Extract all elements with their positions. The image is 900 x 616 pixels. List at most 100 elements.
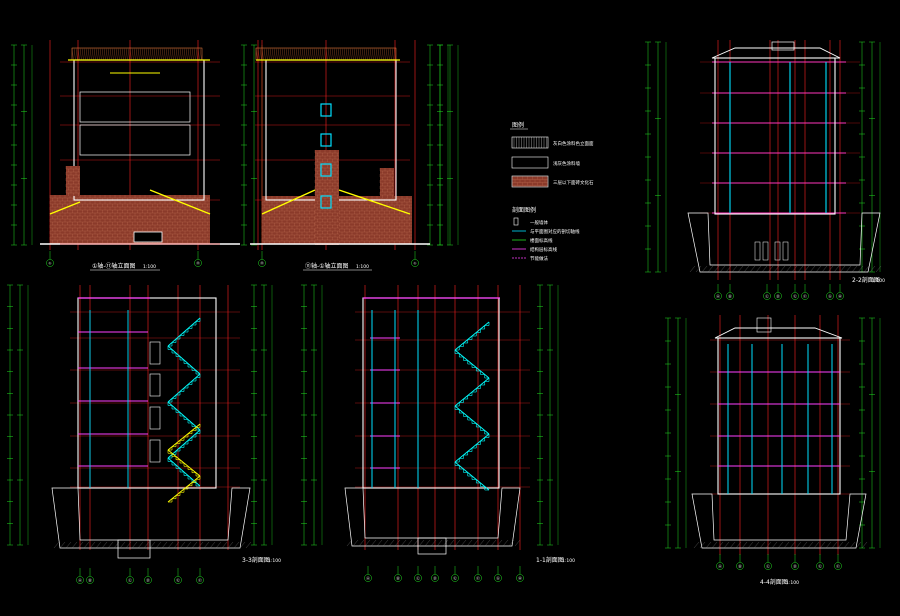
soil-hatch <box>221 541 228 549</box>
soil-hatch <box>209 541 216 549</box>
roof-hatch-stroke <box>289 47 292 61</box>
soil-hatch <box>737 265 744 273</box>
soil-hatch <box>71 541 78 549</box>
roof-hatch-stroke <box>269 47 272 61</box>
roof-hatch-stroke <box>153 47 156 61</box>
soil-hatch <box>843 541 850 549</box>
axis-bubble <box>144 576 152 584</box>
roof-hatch-stroke <box>263 47 266 61</box>
legend-line-3: 楼面标高线 <box>530 237 553 244</box>
roof-hatch-stroke <box>275 47 278 61</box>
axis-label: Ⓑ <box>88 577 92 582</box>
soil-hatch <box>749 265 756 273</box>
soil-hatch <box>137 541 144 549</box>
roof-hatch-stroke <box>267 47 270 61</box>
soil-hatch <box>719 265 726 273</box>
axis-bubble <box>194 259 202 267</box>
soil-hatch <box>725 265 732 273</box>
roof-hatch-stroke <box>155 47 158 61</box>
back-stair-window <box>320 163 332 177</box>
soil-hatch <box>863 265 870 273</box>
roof-hatch-stroke <box>79 47 82 61</box>
section-3-3-door <box>149 439 161 463</box>
axis-label: Ⓖ <box>496 575 500 580</box>
roof-hatch-stroke <box>373 47 376 61</box>
soil-hatch <box>713 265 720 273</box>
legend-swatch-white-paint <box>511 136 549 149</box>
roof-hatch-stroke <box>121 47 124 61</box>
roof-hatch-stroke <box>181 47 184 61</box>
section-2-2-basement-door <box>754 241 761 261</box>
axis-label: Ⓕ <box>198 577 202 582</box>
roof-hatch-stroke <box>349 47 352 61</box>
soil-hatch <box>779 265 786 273</box>
soil-hatch <box>801 541 808 549</box>
roof-hatch-stroke <box>255 47 258 61</box>
axis-label: Ⓕ <box>803 293 807 298</box>
roof-hatch-stroke <box>157 47 160 61</box>
soil-hatch <box>723 541 730 549</box>
section-2-2-title: 2-2剖面图 <box>852 276 880 284</box>
back-sloped-ground-right <box>338 189 411 215</box>
soil-hatch <box>767 265 774 273</box>
roof-hatch-stroke <box>381 47 384 61</box>
axis-label: Ⓔ <box>453 575 457 580</box>
soil-hatch <box>729 541 736 549</box>
soil-hatch <box>173 541 180 549</box>
axis-label: Ⓑ <box>738 563 742 568</box>
roof-hatch-stroke <box>105 47 108 61</box>
roof-hatch-stroke <box>173 47 176 61</box>
roof-hatch-stroke <box>193 47 196 61</box>
soil-hatch <box>364 539 371 547</box>
soil-hatch <box>803 265 810 273</box>
soil-hatch <box>233 541 240 549</box>
roof-hatch-stroke <box>191 47 194 61</box>
roof-hatch-stroke <box>171 47 174 61</box>
brick-pattern <box>379 168 394 198</box>
soil-hatch <box>831 541 838 549</box>
section-2-2-roof <box>711 47 841 59</box>
roof-hatch-stroke <box>149 47 152 61</box>
roof-hatch-stroke <box>185 47 188 61</box>
front-elevation-scale: 1:100 <box>143 264 156 270</box>
roof-hatch-stroke <box>351 47 354 61</box>
front-door-plate <box>133 231 163 243</box>
axis-label: Ⓒ <box>766 563 770 568</box>
soil-hatch <box>695 265 702 273</box>
roof-hatch-stroke <box>123 47 126 61</box>
axis-label: Ⓑ <box>728 293 732 298</box>
section-4-4-basement <box>691 493 867 549</box>
roof-hatch-stroke <box>305 47 308 61</box>
roof-hatch-stroke <box>295 47 298 61</box>
legend-lines-title: 剖面图例 <box>512 206 536 214</box>
section-3-3-pit <box>117 539 151 559</box>
view-title-s22: 2-2剖面图 1:100 <box>852 276 885 284</box>
legend-swatch-pattern <box>513 137 547 148</box>
roof-hatch-stroke <box>341 47 344 61</box>
soil-hatch <box>705 541 712 549</box>
roof-hatch-stroke <box>125 47 128 61</box>
soil-hatch <box>59 541 66 549</box>
roof-hatch-stroke <box>361 47 364 61</box>
soil-hatch <box>869 265 876 273</box>
soil-hatch <box>191 541 198 549</box>
soil-hatch <box>352 539 359 547</box>
soil-hatch <box>711 541 718 549</box>
roof-hatch-stroke <box>307 47 310 61</box>
soil-hatch <box>735 541 742 549</box>
soil-hatch <box>514 539 521 547</box>
soil-hatch <box>773 265 780 273</box>
axis-bubble <box>714 292 722 300</box>
roof-hatch-stroke <box>369 47 372 61</box>
back-elevation-title: ⑪轴-①轴立面图 <box>305 262 349 270</box>
soil-hatch <box>125 541 132 549</box>
soil-hatch <box>119 541 126 549</box>
soil-hatch <box>65 541 72 549</box>
soil-hatch <box>777 541 784 549</box>
front-sloped-ground-right <box>149 189 211 215</box>
soil-hatch <box>346 539 353 547</box>
axis-bubble <box>86 576 94 584</box>
